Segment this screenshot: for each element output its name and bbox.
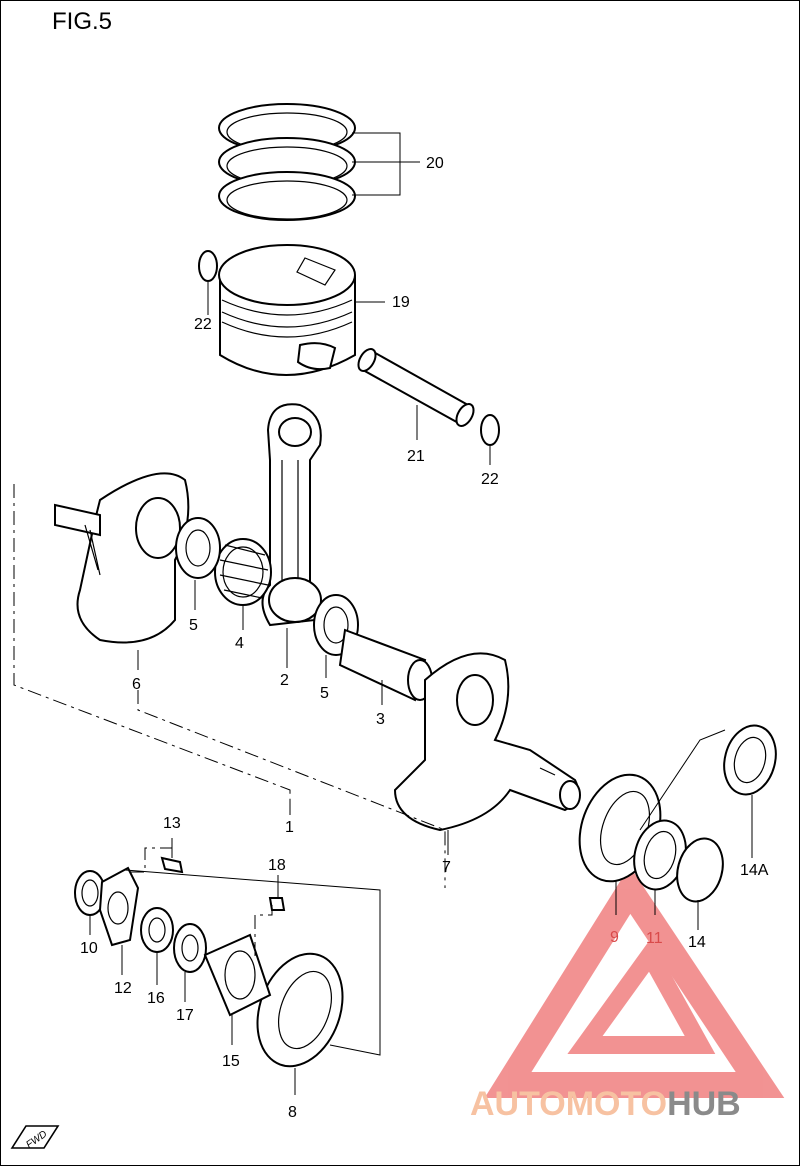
- callout-2: 2: [280, 672, 289, 689]
- circlips: [198, 250, 500, 465]
- callout-1: 1: [285, 819, 294, 836]
- piston-pin: [357, 348, 475, 440]
- callout-5-right: 5: [320, 685, 329, 702]
- piston: [218, 244, 385, 376]
- callout-7: 7: [442, 859, 451, 876]
- callout-18: 18: [268, 857, 286, 874]
- balancer-drive-parts: [74, 838, 381, 1056]
- callout-19: 19: [392, 294, 410, 311]
- watermark-brand-part1: AUTOMOTO: [470, 1085, 667, 1123]
- callout-14A: 14A: [740, 862, 769, 879]
- callout-13: 13: [163, 815, 181, 832]
- piston-rings: [218, 103, 420, 221]
- callout-5-left: 5: [189, 617, 198, 634]
- crank-web-right: [393, 652, 581, 855]
- callout-9: 9: [610, 929, 619, 946]
- callout-14: 14: [688, 934, 706, 951]
- watermark-logo: [484, 866, 785, 1098]
- callout-22-left: 22: [194, 316, 212, 333]
- watermark-brand: AUTOMOTOHUB: [470, 1085, 741, 1123]
- callout-17: 17: [176, 1007, 194, 1024]
- callout-8: 8: [288, 1104, 297, 1121]
- connecting-rod: [261, 403, 322, 668]
- watermark-brand-part2: HUB: [667, 1085, 741, 1123]
- shim-and-nuts: [633, 724, 777, 930]
- crank-web-left: [54, 472, 190, 670]
- callout-6: 6: [132, 676, 141, 693]
- crankshaft-assembly-bracket: [13, 484, 446, 888]
- callout-20: 20: [426, 155, 444, 172]
- callout-labels: 20 22 19 21 22 5 4 6 2 5 3 1 7 13 18 14A…: [80, 155, 769, 1121]
- callout-21: 21: [407, 448, 425, 465]
- callout-4: 4: [235, 635, 244, 652]
- thrust-washers: [175, 517, 359, 678]
- callout-10: 10: [80, 940, 98, 957]
- callout-22-right: 22: [481, 471, 499, 488]
- forward-direction-badge: FWD: [10, 1125, 60, 1151]
- main-bearings: [256, 773, 662, 1095]
- crank-pin: [338, 628, 433, 705]
- callout-12: 12: [114, 980, 132, 997]
- needle-bearing: [214, 538, 272, 630]
- callout-16: 16: [147, 990, 165, 1007]
- figure-title: FIG.5: [52, 8, 113, 35]
- callout-15: 15: [222, 1053, 240, 1070]
- callout-11: 11: [646, 930, 663, 947]
- callout-3: 3: [376, 711, 385, 728]
